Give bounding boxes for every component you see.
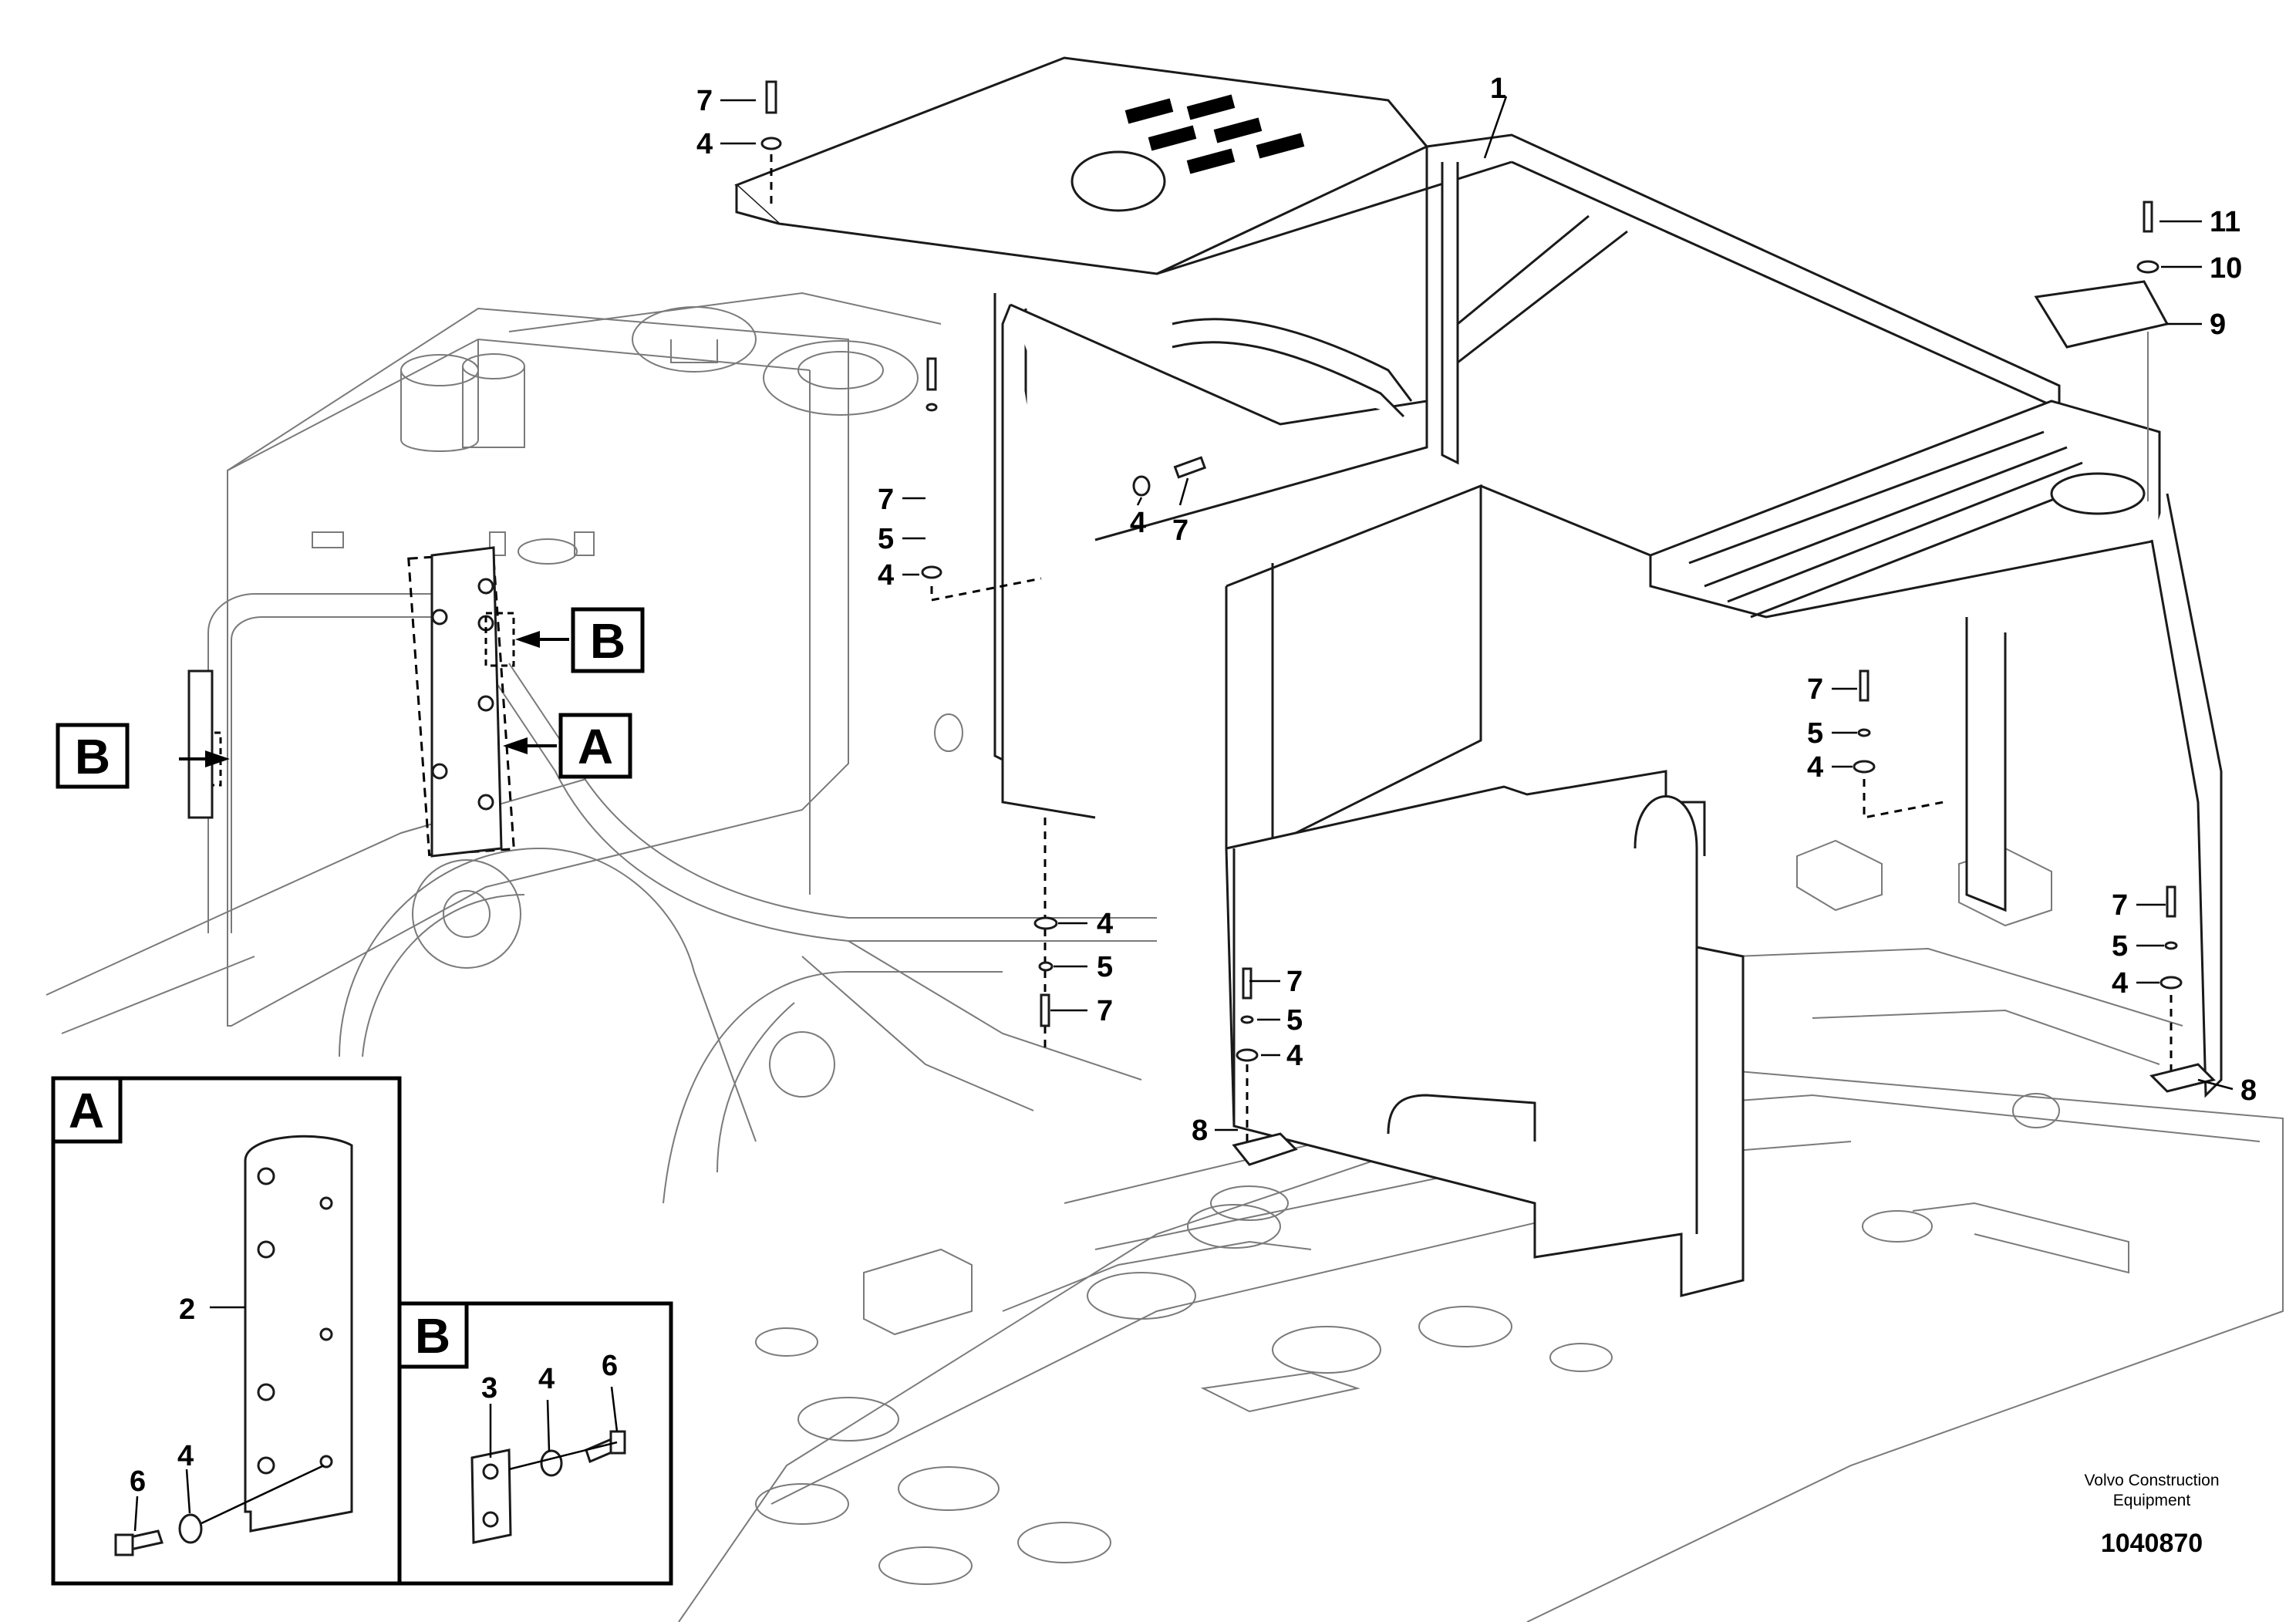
callout-labels: 7 4 1 11 10 9 7 5 4 4 7 4 5 7 7 5 4 8 7 …	[696, 73, 2257, 1147]
callout-10: 10	[2210, 252, 2242, 285]
svg-text:4: 4	[177, 1440, 194, 1472]
callout-7: 7	[2112, 889, 2128, 922]
bracket-part-2	[244, 1135, 353, 1533]
callout-7: 7	[1807, 673, 1823, 706]
callout-4: 4	[1807, 751, 1823, 784]
svg-text:Equipment: Equipment	[2113, 1492, 2191, 1509]
svg-text:B: B	[590, 613, 625, 669]
detail-ref-b-right: B	[571, 607, 645, 673]
callout-5: 5	[878, 523, 894, 555]
detail-ref-a: A	[558, 713, 632, 779]
callout-7: 7	[1097, 995, 1113, 1027]
svg-text:A: A	[69, 1083, 104, 1138]
svg-text:4: 4	[538, 1363, 555, 1395]
callout-4: 4	[696, 128, 713, 160]
callout-9: 9	[2210, 309, 2226, 341]
cab-frame-structure	[734, 56, 2223, 1297]
callout-leaders	[179, 96, 2234, 1131]
callout-7: 7	[696, 85, 713, 117]
callout-11: 11	[2210, 206, 2240, 238]
callout-5: 5	[1286, 1004, 1303, 1037]
svg-text:A: A	[578, 719, 613, 774]
callout-4: 4	[1286, 1040, 1303, 1072]
inset-detail-a: A 2 6 4	[51, 1076, 402, 1586]
washer-part-4	[540, 1449, 563, 1477]
washer-part-4	[178, 1513, 203, 1544]
hydraulic-tank	[227, 292, 963, 1027]
svg-text:3: 3	[481, 1372, 497, 1404]
machine-frame-background	[46, 593, 2284, 1622]
callout-7: 7	[878, 484, 894, 516]
svg-text:6: 6	[602, 1350, 618, 1382]
svg-text:B: B	[75, 729, 110, 784]
svg-text:B: B	[415, 1308, 450, 1364]
drawing-number: 1040870	[2101, 1529, 2203, 1558]
callout-4: 4	[2112, 967, 2128, 1000]
inset-detail-b: B 3 4 6	[397, 1301, 673, 1586]
callout-5: 5	[2112, 930, 2128, 963]
callout-8: 8	[1192, 1114, 1208, 1147]
callout-4: 4	[878, 559, 894, 592]
svg-text:Volvo Construction: Volvo Construction	[2084, 1472, 2219, 1489]
manufacturer-credit: Volvo Construction Equipment	[2084, 1472, 2219, 1509]
callout-1: 1	[1490, 73, 1506, 105]
svg-text:6: 6	[130, 1465, 146, 1498]
bracket-part-3	[470, 1448, 512, 1544]
callout-7: 7	[1172, 514, 1188, 547]
svg-text:2: 2	[179, 1293, 195, 1326]
callout-7: 7	[1286, 966, 1303, 998]
detail-ref-b-left: B	[56, 723, 130, 789]
detail-a-marker-area	[407, 546, 515, 858]
callout-5: 5	[1807, 717, 1823, 750]
callout-8: 8	[2240, 1074, 2257, 1107]
callout-4: 4	[1130, 507, 1146, 539]
fasteners	[760, 80, 2216, 1166]
callout-4: 4	[1097, 908, 1113, 940]
callout-5: 5	[1097, 951, 1113, 983]
